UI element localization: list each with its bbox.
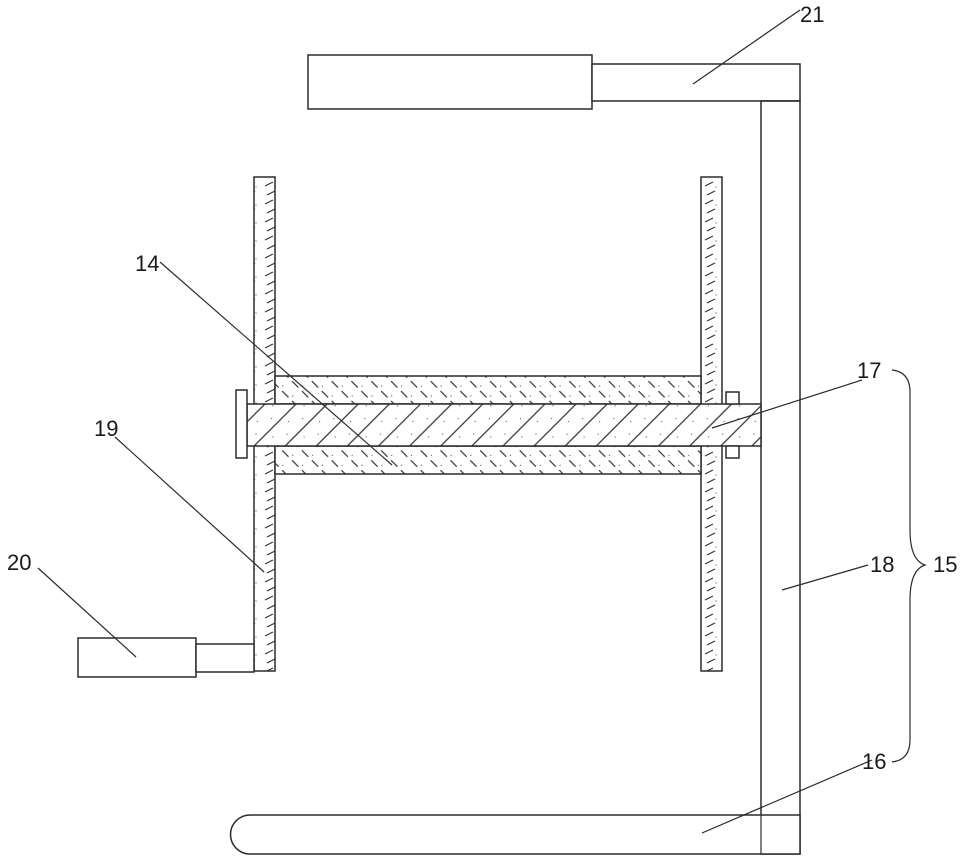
motor-coupling [195,643,255,673]
right-collar-top [725,391,740,405]
leader-18 [781,564,869,591]
label-17: 17 [857,358,881,383]
label-16: 16 [862,749,886,774]
leader-14 [159,261,393,466]
label-20: 20 [7,550,31,575]
frame-post [760,100,801,855]
shaft-end-cap [235,389,248,459]
label-15: 15 [933,552,957,577]
drum-sleeve-top [274,375,702,405]
shaft [246,403,762,447]
leader-17 [711,379,863,429]
leader-21 [692,9,801,85]
right-collar-bottom [725,445,740,459]
label-18: 18 [870,552,894,577]
label-19: 19 [94,416,118,441]
bracket-15 [891,369,927,763]
motor-body [77,637,197,678]
label-14: 14 [135,251,159,276]
top-handle-block [307,54,593,110]
leader-20 [37,567,137,658]
label-21: 21 [800,2,824,27]
leader-16 [701,759,873,834]
drum-sleeve-bottom [274,445,702,475]
leader-19 [114,436,265,573]
bottom-base [229,814,801,855]
